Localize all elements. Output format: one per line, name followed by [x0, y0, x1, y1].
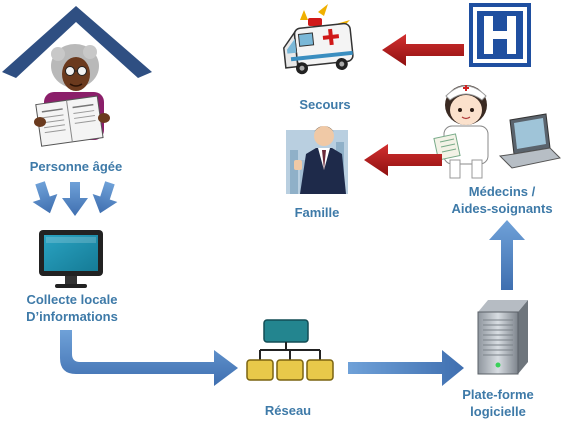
- businessman-family-icon: [286, 126, 348, 194]
- network-hierarchy-icon: [246, 319, 334, 381]
- ambulance-icon: [283, 4, 354, 75]
- label-local-collection: Collecte locale D’informations: [26, 292, 118, 324]
- down-arrows-icon: [32, 181, 118, 216]
- server-tower-icon: [477, 300, 528, 375]
- alert-arrow-hospital-to-rescue: [382, 34, 464, 66]
- label-rescue: Secours: [299, 97, 351, 112]
- house-roof-icon: [2, 6, 152, 78]
- arrow-platform-to-doctors: [489, 220, 525, 290]
- label-doctors-caregivers: Médecins / Aides-soignants: [451, 184, 553, 216]
- label-family: Famille: [294, 205, 340, 220]
- nurse-with-laptop-icon: [433, 85, 561, 179]
- elbow-arrow-collect-to-network: [60, 330, 238, 386]
- label-person: Personne âgée: [29, 159, 123, 174]
- elderly-woman-reading-icon: [34, 44, 110, 147]
- label-software-platform: Plate-forme logicielle: [462, 387, 534, 419]
- arrow-network-to-platform: [348, 350, 464, 386]
- label-network: Réseau: [264, 403, 312, 418]
- hospital-sign-icon: [469, 3, 531, 67]
- computer-monitor-icon: [39, 230, 103, 288]
- alert-arrow-doctors-to-family: [364, 144, 442, 176]
